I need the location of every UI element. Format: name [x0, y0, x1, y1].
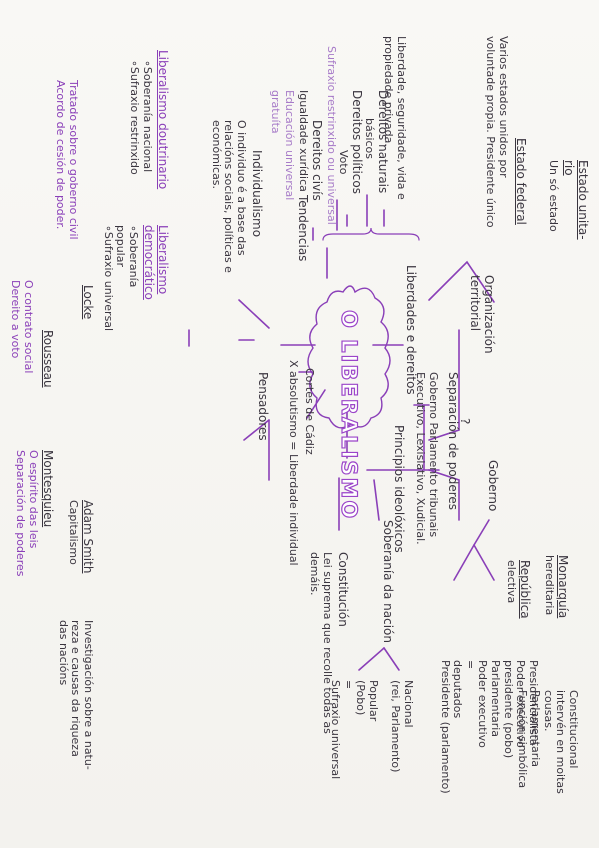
link-montesquieu [243, 419, 270, 441]
constitucion-label: Constitución [336, 552, 350, 627]
voto-label: Voto [337, 150, 350, 175]
soberania-label: Soberanía da nación [381, 520, 395, 643]
monarquia-title: Monarquía [556, 555, 570, 619]
locke-desc: Tratado sobre o goberno civil Acordo de … [54, 80, 80, 240]
democratico-items: ∘Soberanía popular ∘Sufraxio universal [101, 225, 140, 332]
absolutismo-label: X absolutismo = Liberdade individual [287, 360, 300, 566]
link-sob [373, 479, 380, 521]
doutrinario-title: Liberalismo doutrinario [156, 50, 170, 190]
link-monarquia [473, 519, 495, 581]
link-popular [358, 647, 385, 671]
rousseau-desc: O contrato social Dereito a voto [9, 280, 35, 374]
republica-title: República [518, 560, 532, 619]
civis-title: Dereitos civís [310, 120, 324, 201]
igualdade-label: Igualdade xurídica [297, 90, 310, 192]
brace-dereitos [322, 227, 420, 241]
tendencias-label: Tendencias [296, 195, 310, 262]
educacion-label: Educación universal [283, 90, 296, 201]
link-cortes [306, 389, 326, 419]
montesquieu-desc: O espírito das leis Separación de podere… [14, 450, 40, 577]
sufraxio-label: Sufraxio restrinxido ou universal [325, 46, 338, 225]
individualismo-desc: O individuo é a base das relacións socia… [209, 120, 248, 273]
pensadores-label: Pensadores [256, 372, 270, 441]
smith-desc: Investigación sobre a natu- reza e causa… [56, 620, 95, 770]
central-title: O LIBERALISMO [336, 309, 361, 521]
federal-title: Estado federal [514, 138, 528, 225]
separacion-mark: ? [458, 418, 472, 425]
link-unitario [428, 260, 495, 303]
smith-sub: Capitalismo [67, 500, 80, 565]
link-gob [428, 469, 460, 521]
link-locke [238, 299, 270, 329]
republica-items: Presidencialista Poder executivo preside… [438, 660, 540, 794]
unitario-desc: Un só estado [547, 160, 560, 232]
democratico-title: Liberalismo democrático [142, 225, 170, 300]
smith-name: Adam Smith [81, 500, 95, 574]
link-republica [453, 544, 475, 581]
goberno-label: Goberno [486, 460, 500, 512]
monarquia-sub: hereditaria [543, 555, 556, 616]
organizacion-label: Organización territorial [468, 275, 496, 354]
federal-desc: Varios estados unidos por voluntade prop… [484, 36, 510, 228]
soberania-popular: Popular (Pobo) = Sufraxio universal [329, 680, 380, 780]
link-org [428, 329, 460, 441]
title-cloud [307, 285, 391, 429]
naturais-sub: básicos [363, 118, 376, 160]
unitario-title: Estado unita- rio [562, 160, 590, 240]
goberno-poderes: Goberno Parlamento tribunais Executivo, … [414, 372, 440, 545]
link-nacional [383, 647, 400, 671]
montesquieu-name: Montesquieu [41, 450, 55, 528]
politicos-title: Dereitos políticos [350, 90, 364, 194]
cortes-label: Cortes de Cádiz [303, 368, 316, 455]
republica-sub: electiva [505, 560, 518, 604]
soberania-nacional: Nacional (rei, Parlamento) [389, 680, 415, 773]
rousseau-name: Rousseau [41, 330, 55, 388]
separacion-label: Separación de poderes [446, 372, 460, 511]
doutrinario-items: ∘Soberanía nacional ∘Sufraxio restrinxid… [128, 60, 154, 175]
locke-name: Locke [81, 285, 95, 320]
gratuita-label: gratuíta [269, 90, 282, 134]
individualismo-title: Individualismo [250, 150, 264, 238]
naturais-desc: Liberdade, seguridade, vida e propiedade… [382, 36, 408, 200]
